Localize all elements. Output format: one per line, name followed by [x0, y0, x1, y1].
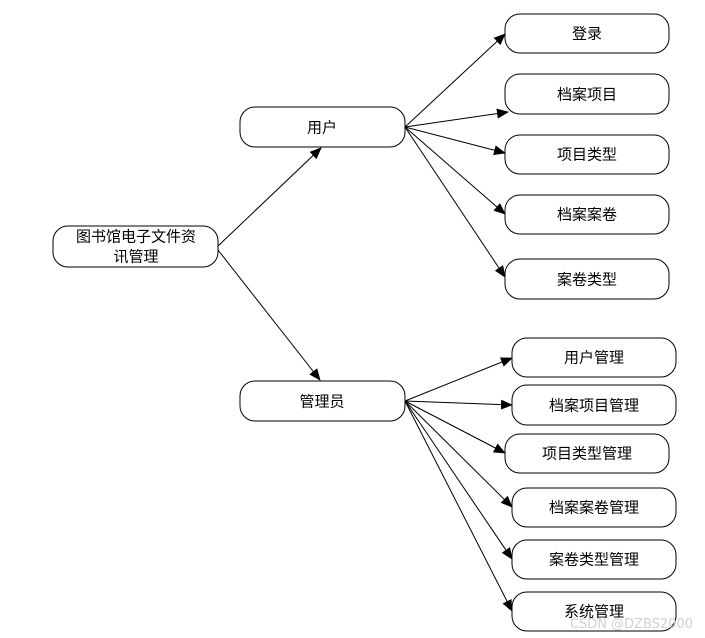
user-children: 登录 档案项目 项目类型 档案案卷 案卷类型	[504, 13, 670, 300]
node-archive-volume-label: 档案案卷	[557, 206, 617, 224]
edge-admin-archive-project-mgmt	[404, 399, 513, 410]
edge-admin-archive-volume-mgmt	[404, 400, 513, 508]
node-volume-type: 案卷类型	[504, 258, 670, 300]
node-user-label: 用户	[307, 119, 337, 137]
node-system-mgmt-label: 系统管理	[564, 603, 624, 621]
node-archive-volume: 档案案卷	[504, 194, 670, 235]
node-project-type-mgmt-label: 项目类型管理	[542, 445, 632, 463]
node-archive-project-mgmt-label: 档案项目管理	[549, 397, 639, 415]
edge-user-project-type	[404, 126, 506, 156]
node-login: 登录	[504, 13, 670, 54]
node-user: 用户	[239, 106, 406, 148]
node-project-type-mgmt: 项目类型管理	[504, 433, 670, 474]
node-volume-type-mgmt: 案卷类型管理	[511, 539, 677, 580]
node-root-label-line1: 图书馆电子文件资	[76, 228, 196, 246]
node-admin-label: 管理员	[299, 393, 344, 411]
node-user-mgmt-label: 用户管理	[564, 349, 624, 367]
edge-root-admin	[217, 249, 321, 381]
admin-children: 用户管理 档案项目管理 项目类型管理 档案案卷管理 案卷类型管理 系统管理	[504, 337, 677, 632]
node-archive-project: 档案项目	[504, 73, 670, 115]
node-root: 图书馆电子文件资 讯管理	[52, 225, 219, 268]
node-archive-volume-mgmt-label: 档案案卷管理	[549, 499, 639, 517]
edge-root-user	[217, 147, 322, 247]
node-system-mgmt: 系统管理	[511, 591, 677, 632]
edge-admin-user-mgmt	[404, 357, 513, 402]
edge-user-archive-volume	[404, 126, 506, 215]
edges	[217, 33, 513, 612]
node-root-label-line2: 讯管理	[113, 248, 158, 266]
node-archive-project-label: 档案项目	[557, 86, 617, 104]
edge-admin-project-type-mgmt	[404, 400, 506, 454]
node-volume-type-label: 案卷类型	[557, 271, 617, 289]
node-archive-project-mgmt: 档案项目管理	[511, 384, 677, 426]
node-archive-volume-mgmt: 档案案卷管理	[511, 487, 677, 528]
node-user-mgmt: 用户管理	[511, 337, 677, 378]
edge-user-archive-project	[404, 108, 509, 128]
node-project-type: 项目类型	[504, 134, 670, 175]
node-admin: 管理员	[239, 380, 406, 422]
node-login-label: 登录	[572, 25, 602, 43]
watermark: CSDN @DZBS2000	[569, 617, 693, 632]
node-project-type-label: 项目类型	[557, 146, 617, 164]
edge-user-login	[404, 33, 506, 128]
edge-admin-volume-type-mgmt	[404, 400, 513, 560]
node-volume-type-mgmt-label: 案卷类型管理	[549, 551, 639, 569]
edge-user-volume-type	[404, 126, 506, 278]
edge-admin-system-mgmt	[404, 400, 513, 612]
